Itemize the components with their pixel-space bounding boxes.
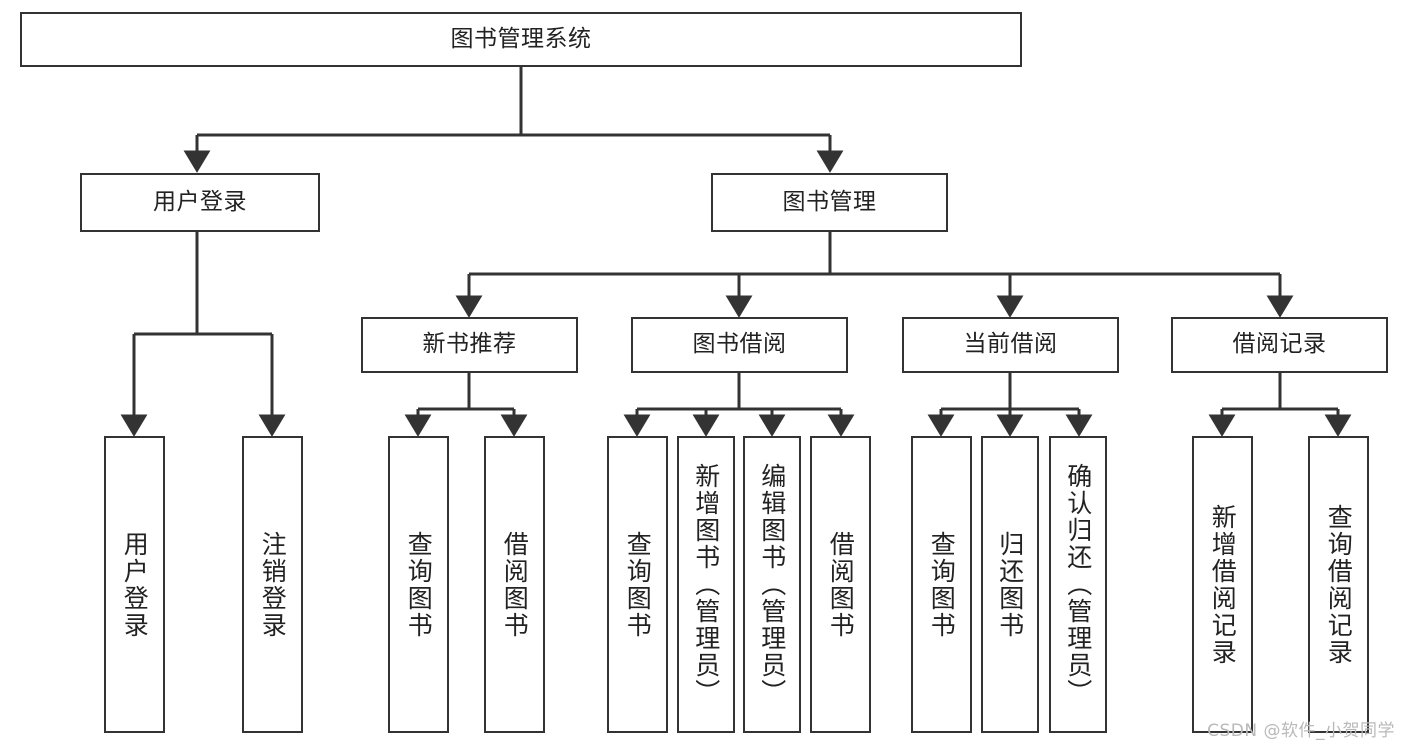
node-label: 查询图书 [927, 530, 957, 639]
node-new-book-recommendation[interactable]: 新书推荐 [361, 317, 578, 373]
leaf-logout[interactable]: 注销登录 [242, 436, 303, 733]
leaf-borrow-book-recommendation[interactable]: 借阅图书 [484, 436, 545, 733]
node-label: 新书推荐 [422, 331, 517, 358]
leaf-query-book-current[interactable]: 查询图书 [911, 436, 972, 733]
leaf-query-borrowing-record[interactable]: 查询借阅记录 [1308, 436, 1369, 733]
leaf-query-book-recommendation[interactable]: 查询图书 [388, 436, 449, 733]
node-label: 用户登录 [153, 188, 247, 215]
node-current-borrowing[interactable]: 当前借阅 [902, 317, 1119, 373]
node-label: 当前借阅 [963, 331, 1058, 358]
leaf-return-book[interactable]: 归还图书 [981, 436, 1039, 733]
leaf-confirm-return-admin[interactable]: 确认归还（管理员） [1049, 436, 1107, 733]
leaf-user-login[interactable]: 用户登录 [104, 436, 165, 733]
node-book-management[interactable]: 图书管理 [711, 173, 948, 232]
leaf-add-book-admin[interactable]: 新增图书（管理员） [677, 436, 735, 733]
node-label: 确认归还（管理员） [1063, 463, 1093, 706]
node-book-borrowing[interactable]: 图书借阅 [631, 317, 848, 373]
node-label: 查询图书 [404, 530, 434, 639]
node-label: 借阅记录 [1232, 331, 1327, 358]
node-label: 查询图书 [623, 530, 653, 639]
node-label: 新增图书（管理员） [691, 463, 721, 706]
node-label: 用户登录 [120, 530, 150, 639]
node-label: 新增借阅记录 [1208, 503, 1238, 666]
node-borrowing-records[interactable]: 借阅记录 [1171, 317, 1388, 373]
node-label: 归还图书 [995, 530, 1025, 639]
node-label: 图书管理系统 [450, 25, 592, 52]
node-user-login[interactable]: 用户登录 [80, 173, 320, 232]
node-root-book-management-system[interactable]: 图书管理系统 [20, 12, 1022, 67]
leaf-edit-book-admin[interactable]: 编辑图书（管理员） [743, 436, 801, 733]
leaf-borrow-book-borrowing[interactable]: 借阅图书 [810, 436, 871, 733]
leaf-query-book-borrowing[interactable]: 查询图书 [607, 436, 668, 733]
csdn-watermark: CSDN @软件_小贺同学 [1207, 721, 1395, 741]
node-label: 图书管理 [782, 188, 877, 215]
node-label: 图书借阅 [692, 331, 787, 358]
leaf-add-borrowing-record[interactable]: 新增借阅记录 [1192, 436, 1253, 733]
node-label: 注销登录 [258, 530, 288, 639]
node-label: 借阅图书 [500, 530, 530, 639]
node-label: 编辑图书（管理员） [757, 463, 787, 706]
node-label: 借阅图书 [826, 530, 856, 639]
node-label: 查询借阅记录 [1324, 503, 1354, 666]
